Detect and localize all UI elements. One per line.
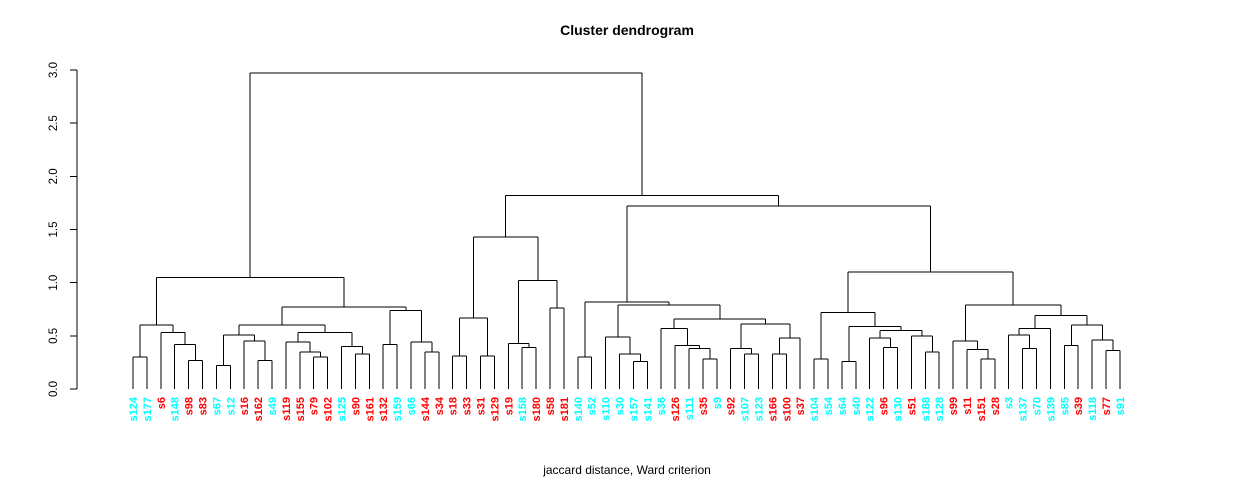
leaf-label: s58 [545, 397, 557, 415]
leaf-label: s34 [434, 396, 446, 415]
leaf-label: s123 [754, 397, 766, 421]
leaf-label: s111 [684, 397, 696, 420]
leaf-label: s139 [1045, 397, 1057, 421]
leaf-label: s85 [1059, 397, 1071, 415]
leaf-label: s90 [350, 397, 362, 415]
leaf-label: s162 [253, 397, 265, 421]
leaf-label: s64 [837, 396, 849, 415]
leaf-label: s157 [628, 397, 640, 421]
y-tick-label: 2.0 [48, 168, 60, 184]
leaf-label: s92 [726, 397, 738, 415]
leaf-label: s159 [392, 397, 404, 421]
leaf-label: s12 [225, 397, 237, 415]
leaf-label: s140 [573, 397, 585, 421]
leaf-label: s128 [934, 397, 946, 421]
leaf-label: s67 [211, 397, 223, 415]
leaf-label: s107 [740, 397, 752, 421]
leaf-label: s6 [156, 397, 168, 409]
leaf-label: s18 [448, 397, 460, 415]
leaf-label: s52 [587, 397, 599, 415]
leaf-label: s161 [364, 397, 376, 421]
y-tick-label: 2.5 [48, 115, 60, 131]
leaf-label: s124 [128, 396, 140, 421]
leaf-label: s130 [893, 397, 905, 421]
leaf-label: s99 [948, 397, 960, 415]
y-tick-label: 3.0 [48, 62, 60, 78]
leaf-label: s141 [642, 397, 654, 421]
leaf-label: s51 [906, 397, 918, 415]
leaf-label: s137 [1018, 397, 1030, 421]
leaf-label: s83 [198, 397, 210, 415]
leaf-label: s16 [239, 397, 251, 415]
leaf-label: s166 [767, 397, 779, 421]
leaf-label: s66 [406, 397, 418, 415]
leaf-label: s158 [517, 397, 529, 421]
leaf-label: s11 [962, 397, 974, 415]
leaf-label: s3 [1004, 397, 1016, 409]
leaf-label: s31 [476, 397, 488, 415]
leaf-label: s148 [170, 397, 182, 421]
leaf-label: s96 [879, 397, 891, 415]
leaf-label: s30 [615, 397, 627, 415]
leaf-label: s39 [1073, 397, 1085, 415]
leaf-label: s49 [267, 397, 279, 415]
leaf-label: s129 [489, 397, 501, 421]
leaf-label: s79 [309, 397, 321, 415]
y-tick-label: 1.0 [48, 275, 60, 291]
leaf-label: s126 [670, 397, 682, 421]
leaf-label: s35 [698, 397, 710, 415]
leaf-label: s180 [531, 397, 543, 421]
leaf-label: s119 [281, 397, 293, 421]
leaf-label: s118 [1087, 397, 1099, 421]
leaf-label: s91 [1115, 397, 1127, 415]
leaf-label: s9 [712, 397, 724, 409]
leaf-label: s104 [809, 396, 821, 421]
leaf-label: s19 [503, 397, 515, 415]
leaf-label: s54 [823, 396, 835, 415]
leaf-label: s100 [781, 397, 793, 421]
chart-title: Cluster dendrogram [560, 22, 694, 38]
y-tick-label: 1.5 [48, 222, 60, 238]
leaf-label: s37 [795, 397, 807, 415]
leaf-label: s188 [920, 397, 932, 421]
leaf-label: s144 [420, 396, 432, 421]
leaf-label: s181 [559, 397, 571, 421]
x-axis-label: jaccard distance, Ward criterion [543, 463, 711, 477]
leaf-label: s125 [337, 397, 349, 421]
leaf-label: s122 [865, 397, 877, 421]
leaf-label: s36 [656, 397, 668, 415]
y-tick-label: 0.5 [48, 328, 60, 344]
leaf-label: s28 [990, 397, 1002, 415]
leaf-label: s70 [1032, 397, 1044, 415]
leaf-label: s155 [295, 397, 307, 421]
leaf-label: s98 [184, 397, 196, 415]
leaf-label: s102 [323, 397, 335, 421]
y-tick-label: 0.0 [48, 381, 60, 397]
leaf-label: s77 [1101, 397, 1113, 415]
leaf-label: s177 [142, 397, 154, 421]
leaf-label: s151 [976, 397, 988, 421]
leaf-label: s40 [851, 397, 863, 415]
leaf-label: s33 [462, 397, 474, 415]
leaf-label: s132 [378, 397, 390, 421]
leaf-label: s110 [601, 397, 613, 421]
